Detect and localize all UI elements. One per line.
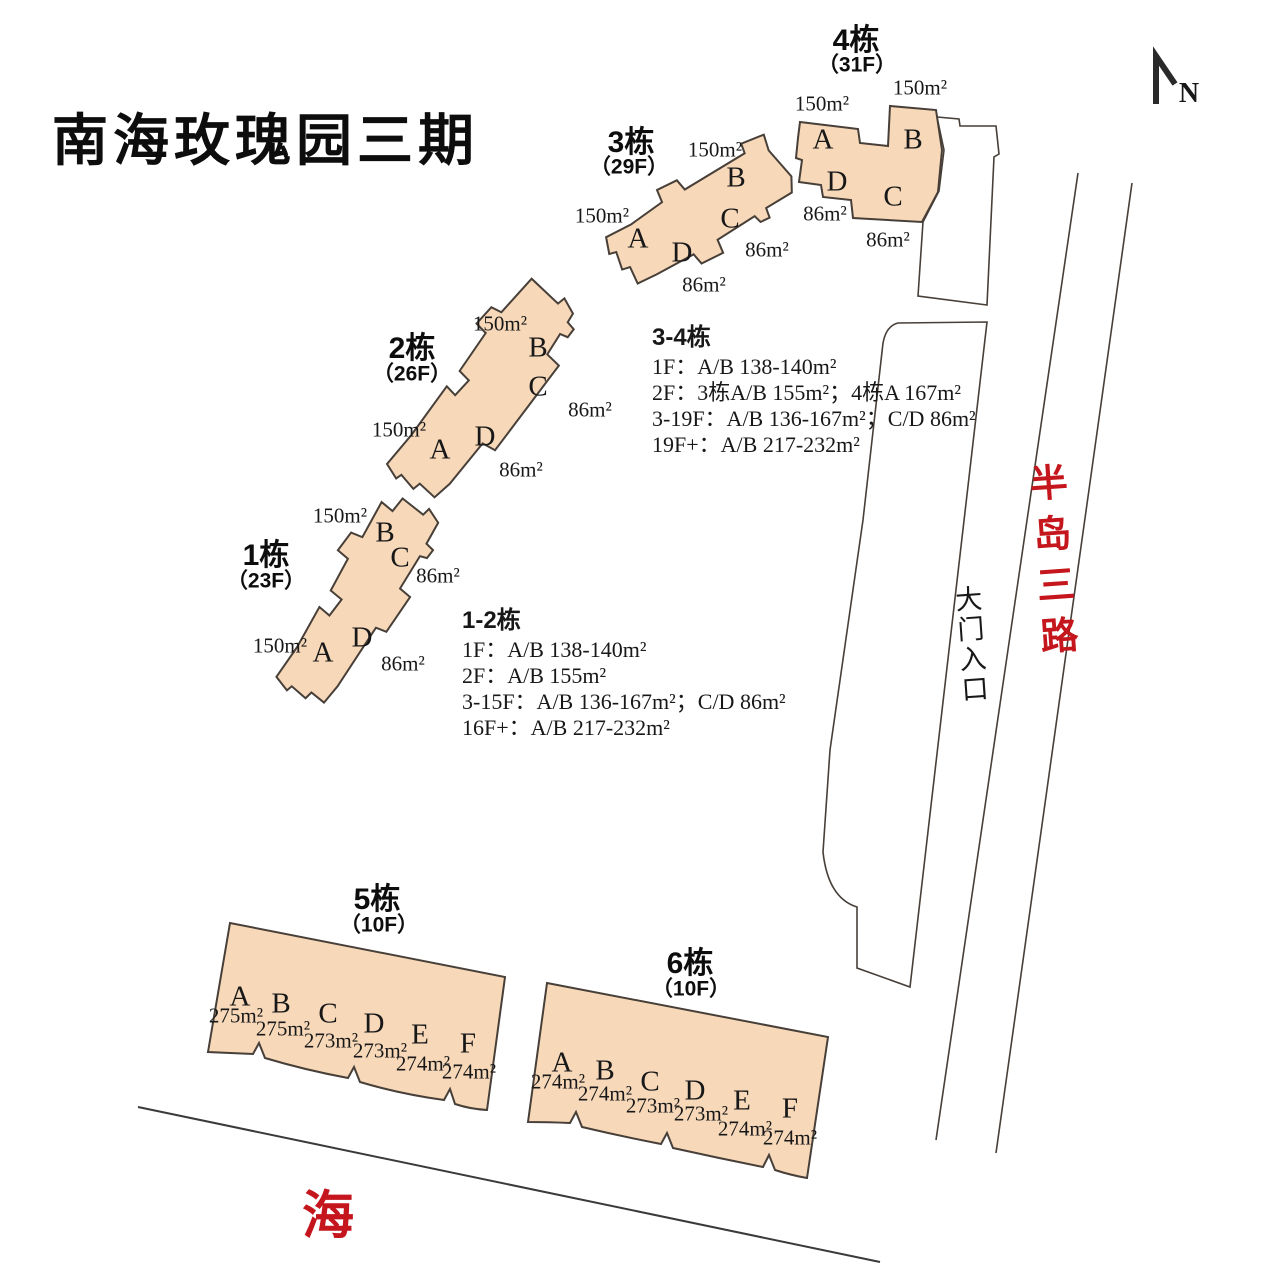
building-4-floors: （31F） [817, 53, 897, 77]
building-5-floors: （10F） [339, 913, 419, 937]
b5-unit-f: F [459, 1027, 477, 1060]
info-block-3-4: 3-4栋 1F：A/B 138-140m² 2F：3栋A/B 155m²；4栋A… [652, 325, 976, 458]
b3-unit-c: C [720, 202, 740, 235]
b3-unit-b: B [726, 161, 746, 194]
b4-area-d: 86m² [803, 201, 847, 226]
b4-area-c: 86m² [866, 227, 910, 252]
b5-unit-a: A [229, 980, 251, 1013]
b2-unit-c: C [528, 370, 548, 403]
building-4-outline [794, 104, 944, 224]
b6-unit-f: F [781, 1092, 799, 1125]
b6-unit-c: C [640, 1065, 660, 1098]
b4-unit-c: C [883, 180, 903, 213]
b2-unit-d: D [474, 420, 496, 453]
b5-area-b: 275m² [255, 1016, 311, 1041]
info-line: 1F：A/B 138-140m² [652, 354, 837, 379]
building-6-name: 6栋 [666, 947, 714, 980]
b1-area-d: 86m² [381, 651, 425, 676]
north-arrow-icon [1153, 46, 1178, 104]
north-label: N [1178, 78, 1200, 109]
info-block-3-4-title: 3-4栋 [652, 324, 711, 351]
b6-unit-e: E [733, 1084, 751, 1117]
info-block-1-2-title: 1-2栋 [462, 607, 521, 634]
b3-area-d: 86m² [682, 272, 726, 297]
building-6-outline [526, 981, 830, 1180]
page-title: 南海玫瑰园三期 [52, 109, 479, 172]
building-5-outline [206, 921, 507, 1112]
building-1-outline [275, 497, 440, 704]
b3-area-a: 150m² [574, 203, 630, 228]
b2-area-b: 150m² [472, 311, 528, 336]
building-2-name: 2栋 [388, 332, 436, 365]
b6-area-b: 274m² [577, 1081, 633, 1106]
building-1-floors: （23F） [226, 569, 306, 593]
b3-unit-d: D [671, 236, 693, 269]
building-5-name: 5栋 [353, 883, 401, 916]
info-line: 2F：3栋A/B 155m²；4栋A 167m² [652, 380, 961, 405]
b2-area-d: 86m² [499, 457, 543, 482]
info-line: 19F+：A/B 217-232m² [652, 432, 860, 457]
info-line: 1F：A/B 138-140m² [462, 637, 647, 662]
building-3-name: 3栋 [607, 126, 655, 159]
building-2-outline [385, 277, 576, 499]
building-2-floors: （26F） [372, 362, 452, 386]
b5-unit-b: B [271, 987, 291, 1020]
b5-area-e: 274m² [395, 1051, 451, 1076]
b5-area-a: 275m² [208, 1003, 264, 1028]
building-3-floors: （29F） [589, 155, 669, 179]
b6-area-a: 274m² [530, 1069, 586, 1094]
building-6-floors: （10F） [651, 977, 731, 1001]
b2-area-a: 150m² [371, 417, 427, 442]
b4-area-b: 150m² [892, 75, 948, 100]
b5-unit-c: C [318, 997, 338, 1030]
b5-unit-d: D [363, 1007, 385, 1040]
b6-unit-b: B [595, 1054, 615, 1087]
parcel-outline-north [917, 116, 1000, 306]
b2-area-c: 86m² [568, 397, 612, 422]
b1-area-a: 150m² [252, 633, 308, 658]
b4-unit-b: B [903, 123, 923, 156]
b1-area-b: 150m² [312, 503, 368, 528]
b4-unit-d: D [826, 165, 848, 198]
b5-unit-e: E [411, 1018, 429, 1051]
info-line: 3-15F：A/B 136-167m²；C/D 86m² [462, 689, 786, 714]
info-line: 3-19F：A/B 136-167m²；C/D 86m² [652, 406, 976, 431]
b6-area-f: 274m² [762, 1125, 818, 1150]
info-line: 16F+：A/B 217-232m² [462, 715, 670, 740]
info-block-1-2: 1-2栋 1F：A/B 138-140m² 2F：A/B 155m² 3-15F… [462, 608, 786, 741]
b2-unit-b: B [528, 331, 548, 364]
b6-unit-a: A [551, 1046, 573, 1079]
b1-area-c: 86m² [416, 563, 460, 588]
building-3-outline [604, 133, 793, 285]
coastline [137, 1106, 881, 1263]
b4-unit-a: A [812, 123, 834, 156]
b6-unit-d: D [684, 1074, 706, 1107]
b1-unit-a: A [312, 636, 334, 669]
b5-area-d: 273m² [352, 1038, 408, 1063]
b6-area-c: 273m² [625, 1093, 681, 1118]
b1-unit-d: D [351, 621, 373, 654]
b2-unit-a: A [429, 433, 451, 466]
b4-area-a: 150m² [794, 91, 850, 116]
b1-unit-b: B [375, 516, 395, 549]
building-4-name: 4栋 [832, 24, 880, 57]
parcel-outline-gate [822, 321, 988, 989]
b3-unit-a: A [627, 222, 649, 255]
sea-label: 海 [301, 1188, 355, 1246]
b6-area-d: 273m² [673, 1101, 729, 1126]
info-line: 2F：A/B 155m² [462, 663, 607, 688]
road-line-east [995, 182, 1133, 1154]
road-line-west [935, 172, 1079, 1141]
b6-area-e: 274m² [717, 1116, 773, 1141]
b3-area-c: 86m² [745, 237, 789, 262]
building-1-name: 1栋 [242, 539, 290, 572]
b1-unit-c: C [390, 541, 410, 574]
b5-area-f: 274m² [441, 1059, 497, 1084]
b5-area-c: 273m² [303, 1028, 359, 1053]
b3-area-b: 150m² [687, 137, 743, 162]
gate-entrance-label: 大门入口 [950, 584, 989, 706]
